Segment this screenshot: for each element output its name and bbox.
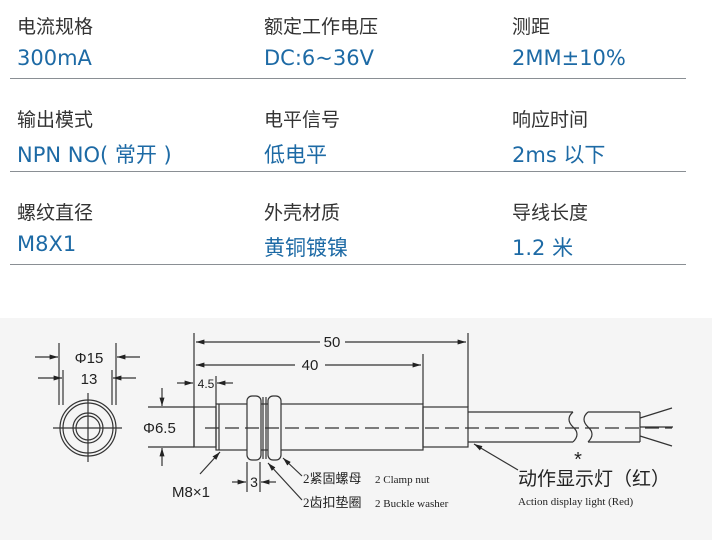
spec-value: 1.2 米 [512, 236, 574, 260]
divider [10, 78, 686, 79]
spec-label: 响应时间 [512, 109, 589, 131]
light-label-cn: 动作显示灯（红） [518, 468, 670, 490]
light-label-en: Action display light (Red) [518, 496, 634, 508]
spec-value: 2MM±10% [512, 46, 626, 70]
spec-label: 电流规格 [17, 16, 94, 38]
side-view [148, 333, 673, 501]
spec-label: 螺纹直径 [17, 202, 94, 224]
dim-total-length: 50 [324, 334, 341, 351]
divider [10, 171, 686, 172]
dim-inner: 13 [81, 371, 98, 388]
dim-thread-start: 4.5 [198, 377, 215, 391]
spec-value: 低电平 [264, 143, 327, 167]
dim-outer-diameter: Φ15 [75, 350, 104, 367]
spec-value: M8X1 [17, 232, 77, 256]
spec-label: 输出模式 [17, 109, 94, 131]
sensor-drawing-svg: Φ15 13 50 40 4.5 Φ6.5 3 M8×1 2紧固螺母 2 Cla… [35, 333, 673, 510]
spec-label: 电平信号 [264, 109, 341, 131]
washer-en: 2 Buckle washer [375, 498, 449, 510]
dimension-drawing: Φ15 13 50 40 4.5 Φ6.5 3 M8×1 2紧固螺母 2 Cla… [0, 318, 712, 540]
spec-label: 额定工作电压 [264, 16, 379, 38]
divider [10, 264, 686, 265]
dim-body-length: 40 [302, 357, 319, 374]
spec-label: 测距 [512, 16, 551, 38]
dim-nut-width: 3 [250, 474, 258, 490]
clamp-nut-en: 2 Clamp nut [375, 474, 429, 486]
spec-label: 外壳材质 [264, 202, 341, 224]
spec-value: 2ms 以下 [512, 143, 606, 167]
washer-cn: 2齿扣垫圈 [303, 495, 362, 510]
spec-value: DC:6~36V [264, 46, 374, 70]
thread-label: M8×1 [172, 484, 210, 501]
end-view [35, 343, 140, 462]
spec-value: 黄铜镀镍 [264, 236, 348, 260]
spec-value: NPN NO( 常开 ) [17, 143, 172, 167]
spec-value: 300mA [17, 46, 92, 70]
asterisk-mark: * [574, 449, 582, 471]
spec-label: 导线长度 [512, 202, 589, 224]
clamp-nut-cn: 2紧固螺母 [303, 471, 362, 486]
dim-face-diameter: Φ6.5 [143, 420, 176, 437]
